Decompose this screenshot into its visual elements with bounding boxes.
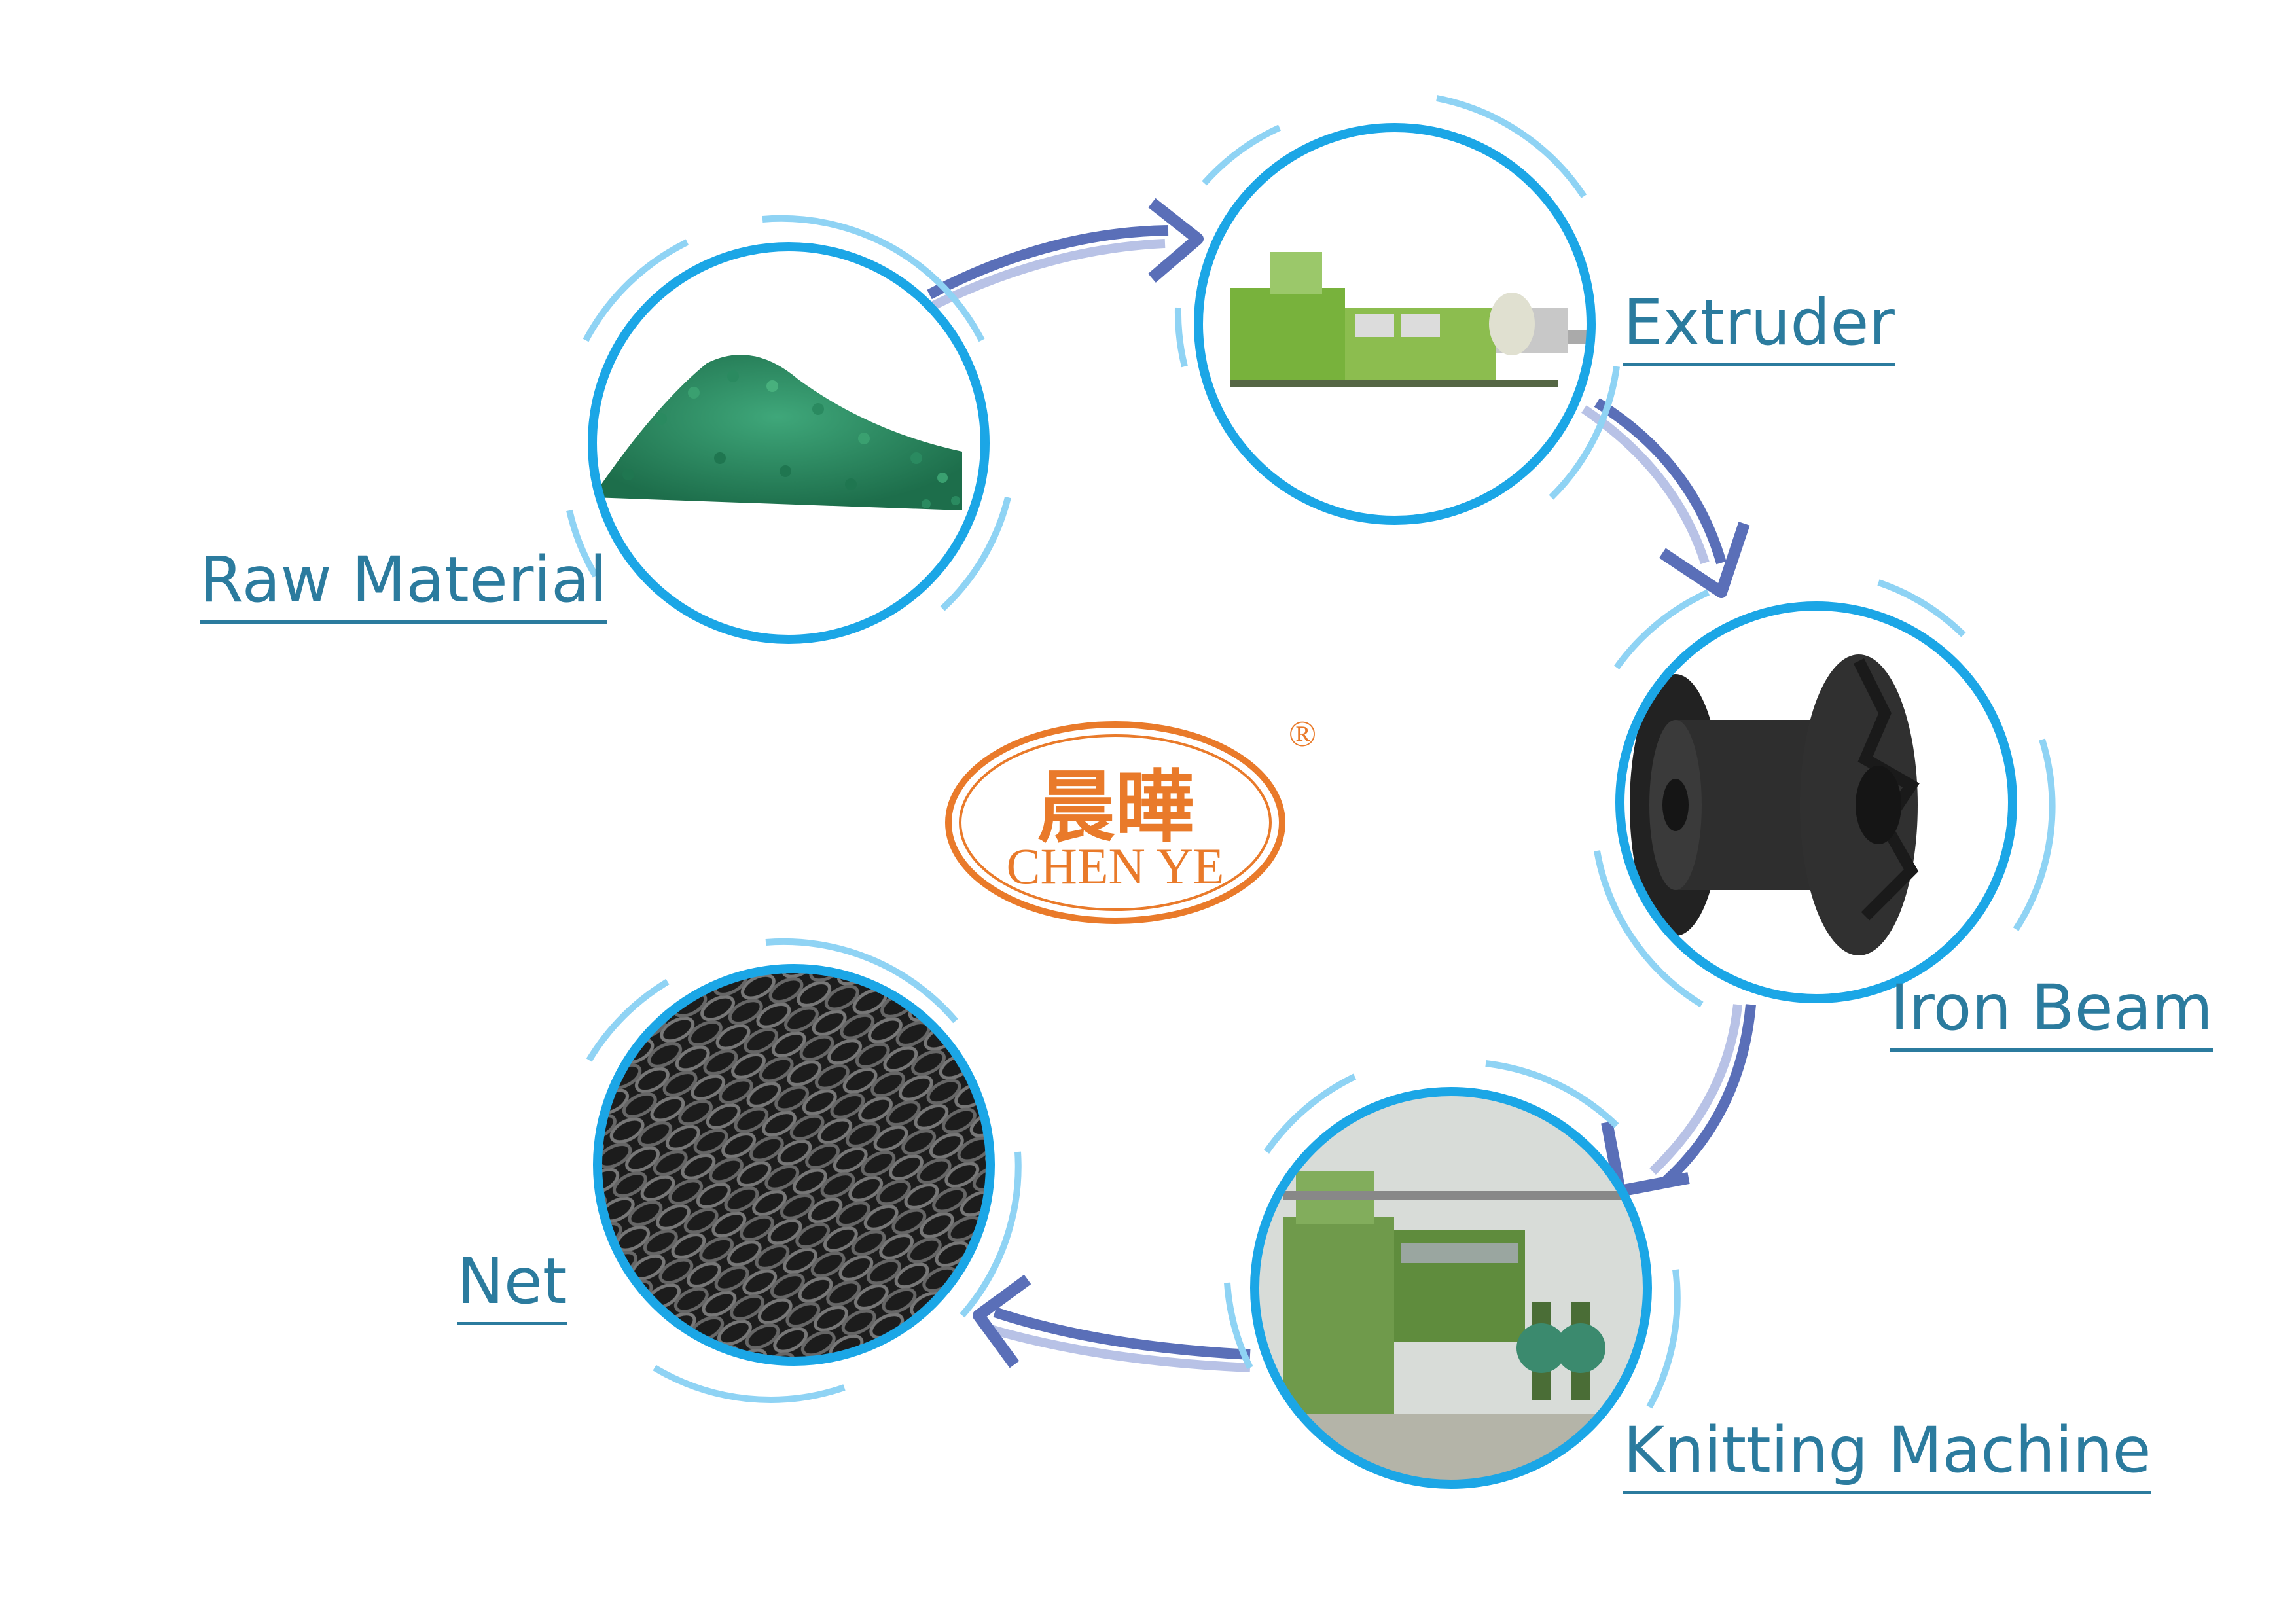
stage-raw-material — [566, 215, 1011, 644]
chen-ye-logo: 晨曄 CHEN YE ® — [945, 714, 1317, 924]
arrow-raw-to-extruder — [927, 198, 1204, 312]
arrow-knitting-to-net — [973, 1274, 1251, 1372]
logo-english-text: CHEN YE — [1007, 838, 1225, 895]
label-raw-material: Raw Material — [200, 548, 607, 624]
arrow-iron-beam-to-knitting — [1601, 1004, 1756, 1197]
extruder-machine-icon — [1230, 252, 1588, 387]
black-net-icon — [601, 972, 987, 1358]
stage-knitting-machine — [1224, 1060, 1681, 1489]
green-pellets-icon — [596, 355, 962, 510]
label-extruder: Extruder — [1623, 291, 1895, 366]
registered-mark: ® — [1289, 714, 1317, 755]
label-knitting-machine: Knitting Machine — [1623, 1419, 2151, 1494]
label-net: Net — [457, 1250, 567, 1325]
spool-icon — [1630, 654, 1920, 955]
stage-net — [586, 938, 1022, 1403]
label-iron-beam: Iron Beam — [1890, 976, 2214, 1052]
stage-iron-beam — [1594, 579, 2056, 1008]
arrow-extruder-to-iron-beam — [1581, 398, 1750, 598]
stage-extruder — [1174, 95, 1620, 525]
logo-chinese-text: 晨曄 — [1037, 761, 1194, 853]
